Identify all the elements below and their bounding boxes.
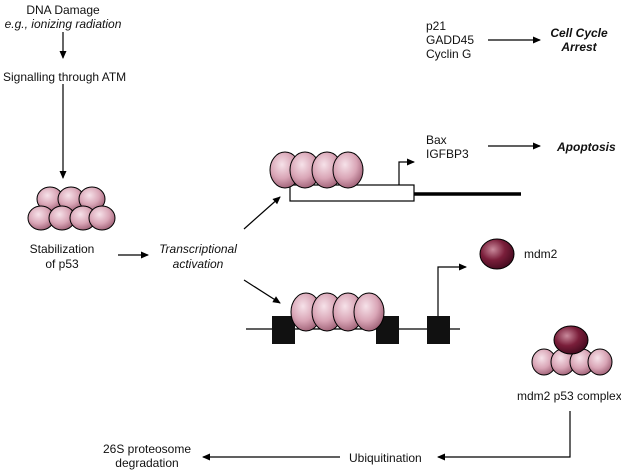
gene-bax-label: Bax bbox=[426, 133, 447, 147]
mdm2-gene-start-arrow bbox=[437, 263, 467, 316]
gene-gadd45-label: GADD45 bbox=[426, 33, 475, 47]
gene-p21-label: p21 bbox=[426, 19, 447, 33]
arrows bbox=[59, 32, 571, 461]
arrow-to-apoptosis-gene bbox=[243, 196, 281, 230]
dna-block-3 bbox=[427, 316, 450, 344]
p53-cluster bbox=[27, 186, 116, 231]
ubiquitination-label: Ubiquitination bbox=[349, 451, 422, 465]
stabilization-label: Stabilization bbox=[29, 242, 95, 256]
apoptosis-gene-start-arrow bbox=[398, 158, 415, 186]
apoptosis-gene-construct bbox=[269, 151, 521, 202]
mdm2-label: mdm2 bbox=[524, 247, 558, 261]
p53-tetramer-bound-lower bbox=[290, 292, 385, 332]
proteosome-label: 26S proteosome bbox=[102, 442, 192, 456]
mdm2-protein bbox=[479, 238, 515, 270]
mdm2-p53-complex-shape bbox=[531, 325, 613, 376]
dna-damage-label: DNA Damage bbox=[26, 3, 100, 17]
p53-tetramer-bound-upper bbox=[269, 151, 364, 189]
arrow-to-mdm2-gene bbox=[243, 279, 281, 304]
gene-cyclin-g-label: Cyclin G bbox=[426, 47, 472, 61]
gene-igfbp3-label: IGFBP3 bbox=[426, 147, 469, 161]
degradation-label: degradation bbox=[115, 456, 179, 470]
arrest-label: Arrest bbox=[561, 40, 597, 54]
cell-cycle-label: Cell Cycle bbox=[550, 26, 608, 40]
signalling-atm-label: Signalling through ATM bbox=[3, 70, 127, 84]
dna-block-1 bbox=[272, 316, 295, 344]
arrow-complex-to-ubiquitination bbox=[437, 411, 571, 461]
ionizing-radiation-label: e.g., ionizing radiation bbox=[4, 17, 122, 31]
transcriptional-label: Transcriptional bbox=[159, 242, 237, 256]
apoptosis-label: Apoptosis bbox=[557, 140, 616, 154]
mdm2-gene-construct bbox=[246, 292, 460, 344]
mdm2-p53-complex-label: mdm2 p53 complex bbox=[517, 389, 621, 403]
activation-label: activation bbox=[172, 257, 224, 271]
of-p53-label: of p53 bbox=[45, 257, 79, 271]
